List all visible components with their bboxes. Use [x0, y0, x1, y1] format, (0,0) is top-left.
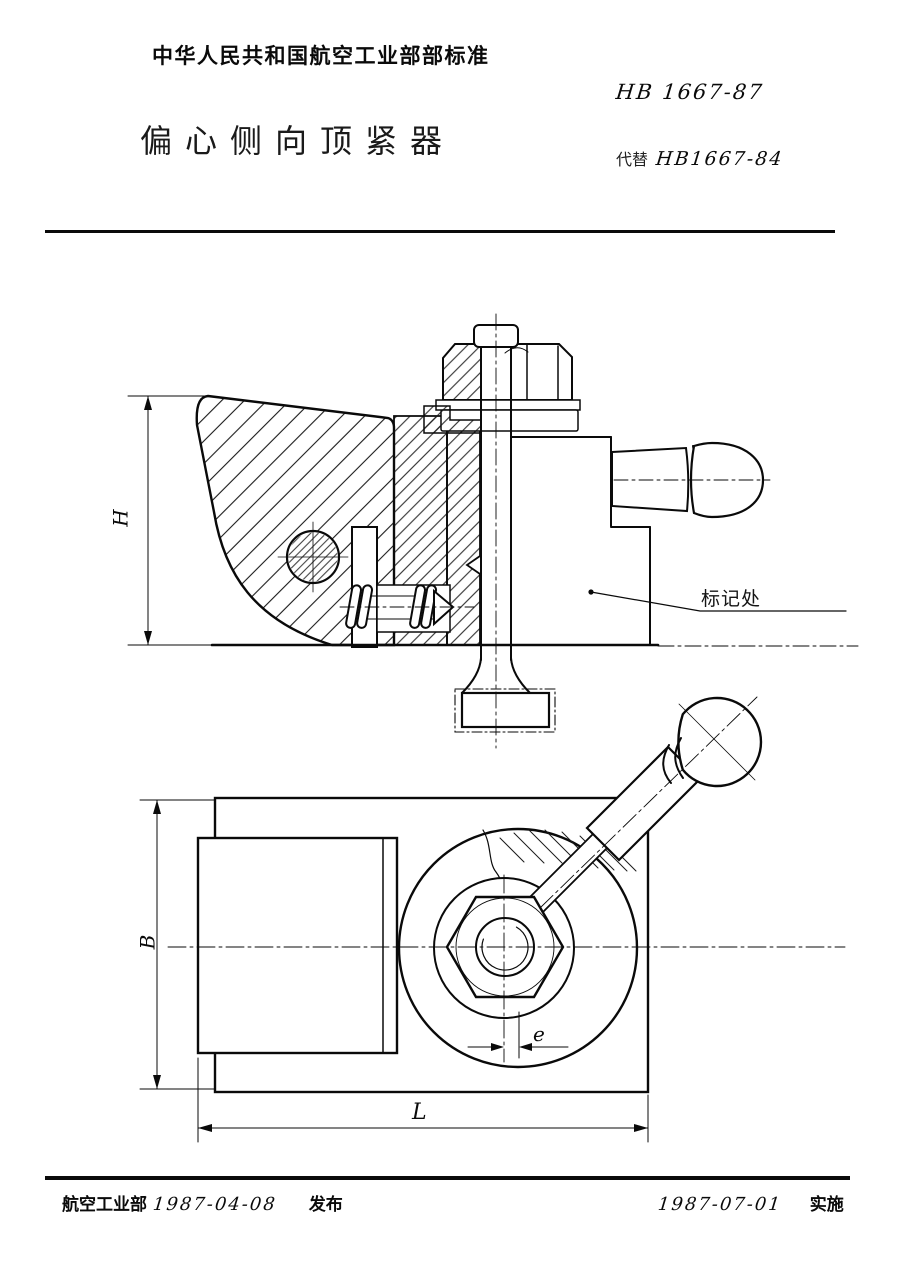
base-line	[210, 643, 859, 647]
marking-callout: 标记处	[701, 589, 762, 610]
issuer: 航空工业部	[62, 1195, 147, 1214]
handle-side	[611, 441, 771, 519]
section-view	[127, 313, 859, 749]
bolt-shaft	[480, 346, 512, 661]
replaces-note: 代替 HB1667-84	[616, 146, 785, 170]
dim-label-b: B	[135, 934, 160, 950]
pressure-plate-top	[196, 836, 399, 1055]
centerlines-top-view	[167, 696, 846, 1063]
document-title: 偏心侧向顶紧器	[140, 123, 456, 159]
ministry-standard-heading: 中华人民共和国航空工业部部标准	[152, 45, 490, 68]
dimension-h	[127, 395, 213, 646]
cam-pin-hole	[277, 521, 349, 593]
dimension-l	[197, 1057, 649, 1143]
handle-top	[522, 696, 763, 919]
implementation-date: 1987-07-01	[656, 1194, 783, 1215]
issue-date: 1987-04-08	[151, 1194, 278, 1215]
cam-body	[195, 394, 396, 647]
dimension-e	[467, 1043, 569, 1051]
standard-number: HB 1667-87	[614, 80, 765, 104]
top-view	[139, 696, 846, 1143]
hex-nut	[442, 343, 573, 401]
header-rule	[45, 230, 835, 233]
replaced-standard-number: HB1667-84	[654, 148, 785, 170]
t-bolt-foot	[454, 657, 556, 733]
footer-rule	[45, 1176, 850, 1180]
replaces-label: 代替	[616, 152, 649, 169]
dim-label-e: e	[533, 1022, 545, 1046]
dim-label-h: H	[108, 509, 133, 527]
dimension-b	[139, 799, 215, 1090]
spring-plunger	[339, 584, 475, 629]
implementation-label: 实施	[809, 1195, 844, 1214]
footer-implementation: 1987-07-01 实施	[656, 1190, 844, 1215]
marking-leader	[588, 589, 847, 612]
issue-label: 发布	[308, 1195, 343, 1214]
dim-label-l: L	[412, 1100, 427, 1125]
